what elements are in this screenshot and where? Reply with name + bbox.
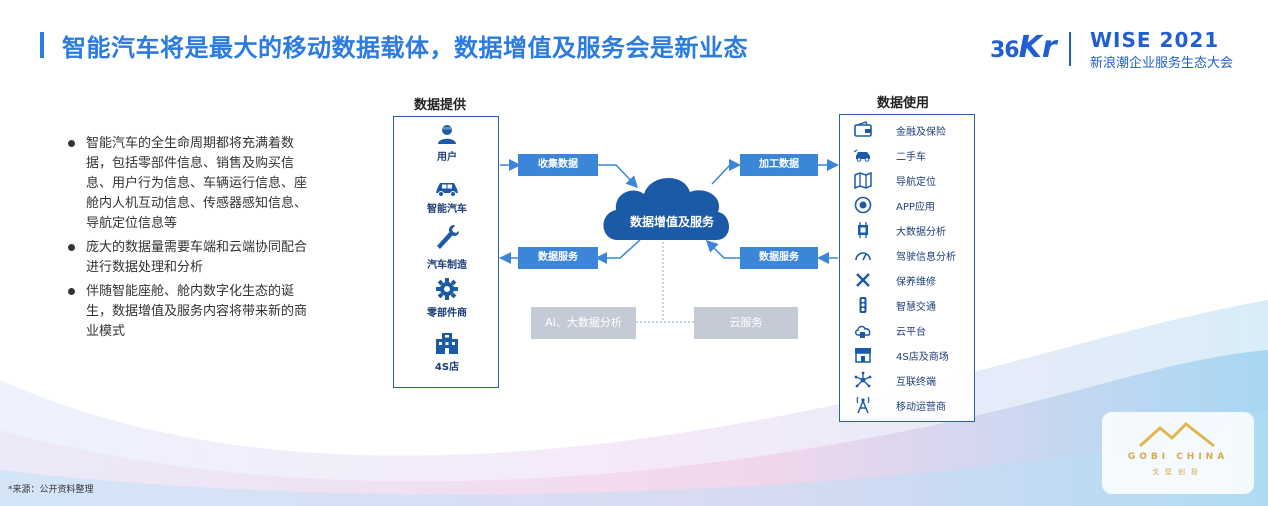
user-label: 金融及保险 [896,127,946,138]
user-box: 金融及保险 二手车 导航定位 APP应用 大数据分析 驾驶信息分析 保养维修 智… [839,114,975,422]
provider-label: 智能汽车 [427,204,467,215]
user-label: 二手车 [896,152,926,163]
person-icon [438,125,456,144]
cloud-service-box: 云服务 [694,307,798,339]
logo-36kr-letters: Kr [1018,30,1057,65]
gear-icon [436,278,458,300]
bullet-dot [68,288,75,295]
bullet-dot [68,244,75,251]
car-icon [436,183,458,197]
provider-title: 数据提供 [414,98,467,113]
wrench-icon [437,225,459,249]
user-item: 导航定位 [840,170,976,190]
provider-box: 用户 智能汽车 汽车制造 [393,116,499,388]
user-item: 二手车 [840,145,976,165]
user-label: 大数据分析 [896,227,946,238]
title-accent-bar [40,32,44,58]
flow-label-service-left: 数据服务 [518,247,598,269]
provider-item: 零部件商 [394,277,500,319]
user-item: 大数据分析 [840,220,976,240]
user-label: 互联终端 [896,377,936,388]
user-label: APP应用 [896,202,935,213]
user-label: 4S店及商场 [896,352,949,363]
user-label: 智慧交通 [896,302,936,313]
traffic-light-icon [859,297,867,313]
user-label: 云平台 [896,327,926,338]
chip-icon [858,222,868,238]
building-icon [436,333,458,354]
user-label: 移动运营商 [896,402,946,413]
wallet-icon [854,121,872,137]
used-car-icon [854,149,870,162]
provider-item: 用户 [394,123,500,163]
provider-label: 用户 [437,152,457,163]
page-title: 智能汽车将是最大的移动数据载体，数据增值及服务会是新业态 [62,34,748,62]
user-item: 4S店及商场 [840,345,976,365]
logo-36kr-number: 36 [990,38,1020,63]
store-icon [855,348,871,363]
bullet-text: 伴随智能座舱、舱内数字化生态的诞生，数据增值及服务内容将带来新的商业模式 [86,284,308,339]
wise-logo-title: WISE 2021 [1090,28,1220,52]
bullet-item: 庞大的数据量需要车端和云端协同配合进行数据处理和分析 [68,238,308,278]
provider-label: 汽车制造 [427,260,467,271]
flow-label-process: 加工数据 [740,154,818,176]
tools-icon [856,273,870,287]
user-item: 保养维修 [840,270,976,290]
bullet-text: 庞大的数据量需要车端和云端协同配合进行数据处理和分析 [86,240,308,275]
ai-analysis-box: AI、大数据分析 [531,307,636,339]
gobi-cn-name: 戈壁创投 [1152,468,1204,476]
provider-label: 零部件商 [427,308,467,319]
cloud-label: 数据增值及服务 [629,215,714,229]
provider-item: 4S店 [394,331,500,373]
user-label: 驾驶信息分析 [896,252,956,263]
user-label: 导航定位 [896,177,936,188]
speedometer-icon [855,252,871,261]
wise-logo-subtitle: 新浪潮企业服务生态大会 [1090,56,1234,71]
user-item: 云平台 [840,320,976,340]
user-item: 互联终端 [840,370,976,390]
logo-divider [1069,32,1071,66]
tower-icon [856,396,870,414]
bullet-item: 智能汽车的全生命周期都将充满着数据，包括零部件信息、销售及购买信息、用户行为信息… [68,134,308,234]
network-icon [854,371,872,388]
map-icon [854,171,872,189]
user-item: APP应用 [840,195,976,215]
provider-label: 4S店 [434,362,460,373]
user-item: 金融及保险 [840,120,976,140]
flow-label-collect: 收集数据 [518,154,598,176]
provider-item: 汽车制造 [394,223,500,271]
mountain-logo-icon [1138,421,1215,448]
gobi-watermark: GOBI CHINA 戈壁创投 [1102,412,1254,494]
flow-label-service-right: 数据服务 [740,247,818,269]
gobi-name: GOBI CHINA [1127,452,1229,462]
user-item: 驾驶信息分析 [840,245,976,265]
source-note: *来源：公开资料整理 [8,485,94,495]
bullet-item: 伴随智能座舱、舱内数字化生态的诞生，数据增值及服务内容将带来新的商业模式 [68,282,308,342]
provider-item: 智能汽车 [394,179,500,215]
bullet-text: 智能汽车的全生命周期都将充满着数据，包括零部件信息、销售及购买信息、用户行为信息… [86,136,308,231]
app-icon [854,196,872,214]
bullet-list: 智能汽车的全生命周期都将充满着数据，包括零部件信息、销售及购买信息、用户行为信息… [68,134,308,346]
logo-36kr: 36Kr [990,30,1057,65]
user-item: 移动运营商 [840,395,976,415]
user-label: 保养维修 [896,277,936,288]
cloud-platform-icon [855,325,871,338]
user-item: 智慧交通 [840,295,976,315]
user-title: 数据使用 [877,96,930,111]
bullet-dot [68,140,75,147]
